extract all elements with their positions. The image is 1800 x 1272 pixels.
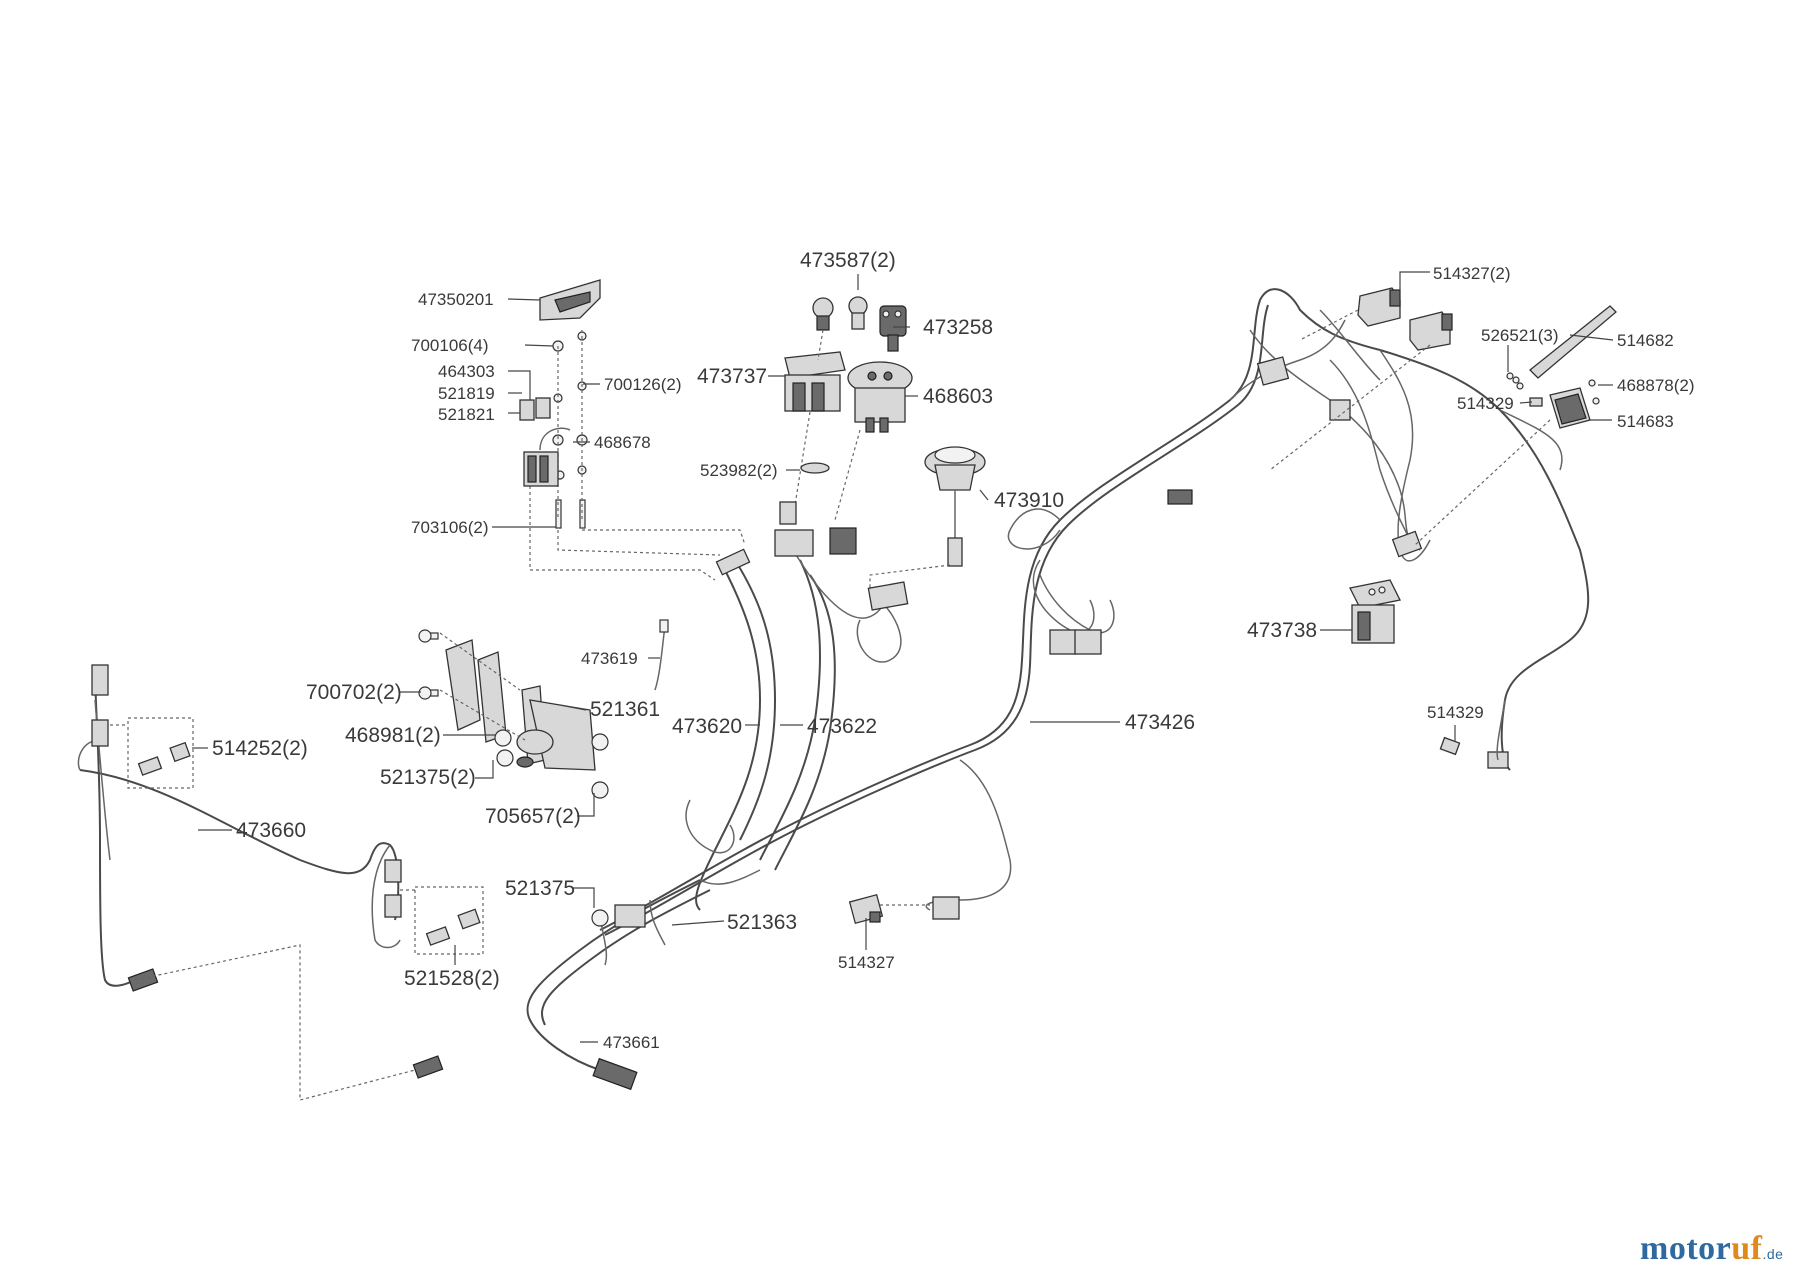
logo-text-2: uf [1731,1230,1763,1267]
label-473660: 473660 [236,819,306,842]
label-468981: 468981(2) [345,724,441,747]
part-switch-473738 [1349,579,1401,644]
harness-connectors [932,356,1423,920]
label-703106: 703106(2) [411,518,489,537]
harness-473426 [599,288,1590,936]
label-468878: 468878(2) [1617,376,1695,395]
part-switches-473587 [812,296,907,352]
part-ignition-468603 [834,361,913,521]
label-468603: 468603 [923,385,993,408]
relays-464303 [519,397,571,487]
part-cable-473619 [654,619,669,691]
label-473426: 473426 [1125,711,1195,734]
label-473258: 473258 [923,316,993,339]
dashed-link-lower-left [134,944,416,1101]
label-700106: 700106(4) [411,336,489,355]
part-514682-514683 [1414,305,1617,546]
label-523982: 523982(2) [700,461,778,480]
label-47350201: 47350201 [418,290,494,309]
top-harness-connectors [715,501,909,611]
hardware-stack [529,330,746,581]
part-514252 [110,717,194,789]
part-labels: 47350201 700106(4) 464303 521819 521821 … [212,249,1695,1052]
label-514252: 514252(2) [212,737,308,760]
leader-lines [192,271,1614,1043]
logo-suffix: .de [1762,1246,1784,1262]
label-473587: 473587(2) [800,249,896,272]
label-473738: 473738 [1247,619,1317,642]
label-521361: 521361 [590,698,660,721]
label-468678: 468678 [594,433,651,452]
harness-473660 [77,664,444,1079]
part-fuse-523982 [800,462,830,474]
label-473619: 473619 [581,649,638,668]
label-473661: 473661 [603,1033,660,1052]
harness-473620-473622 [685,529,902,911]
label-700126: 700126(2) [604,375,682,394]
label-473622: 473622 [807,715,877,738]
label-514327-top: 514327(2) [1433,264,1511,283]
label-514683: 514683 [1617,412,1674,431]
part-521528 [400,886,484,955]
label-473737: 473737 [697,365,767,388]
label-526521: 526521(3) [1481,326,1559,345]
part-meter-473910 [869,446,986,590]
part-switch-473737 [784,329,846,506]
label-514327-bottom: 514327 [838,953,895,972]
label-521375-b: 521375 [505,877,575,900]
logo-text-1: motor [1640,1230,1732,1267]
label-464303: 464303 [438,362,495,381]
label-521375-a: 521375(2) [380,766,476,789]
part-514327-bottom [848,893,930,925]
part-cover-47350201 [539,279,601,321]
label-521819: 521819 [438,384,495,403]
label-514682: 514682 [1617,331,1674,350]
motoruf-logo: motoruf.de [1640,1230,1783,1268]
label-705657: 705657(2) [485,805,581,828]
label-514329-bottom: 514329 [1427,703,1484,722]
label-521821: 521821 [438,405,495,424]
label-514329-top: 514329 [1457,394,1514,413]
harness-lower [526,879,711,1091]
label-473910: 473910 [994,489,1064,512]
label-700702: 700702(2) [306,681,402,704]
part-514327-top [1269,287,1453,471]
label-521363: 521363 [727,911,797,934]
label-473620: 473620 [672,715,742,738]
label-521528: 521528(2) [404,967,500,990]
